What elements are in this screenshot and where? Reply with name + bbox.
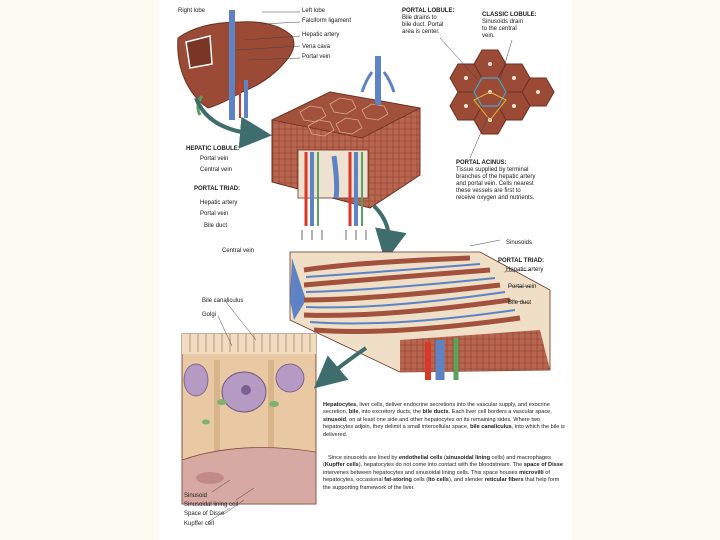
- label-portal-vein: Portal vein: [302, 54, 331, 60]
- classic-lobule-title: CLASSIC LOBULE:: [482, 12, 537, 18]
- label-bile-canaliculus: Bile canaliculus: [202, 298, 244, 304]
- text-run: of hepatocytes, occasional: [323, 469, 550, 484]
- text-run: cells) and macrophages (: [323, 455, 551, 469]
- lobule-block: [270, 56, 422, 262]
- label-golgi: Golgi: [202, 312, 217, 318]
- portal-acinus-title: PORTAL ACINUS:: [456, 160, 507, 166]
- label-hepatic-artery: Hepatic artery: [302, 32, 340, 38]
- portal-acinus-outline: [473, 91, 507, 121]
- label-left-lobe: Left lobe: [302, 8, 326, 14]
- label-space-of-disse: Space of Disse: [184, 511, 225, 517]
- portal-triad-2-portal-vein: Portal vein: [508, 284, 537, 290]
- liver-organ: [177, 10, 295, 149]
- right-leader-lines: [439, 37, 513, 159]
- liver-inset-window: [185, 35, 213, 69]
- curved-arrow-1: [194, 97, 272, 149]
- portal-lobule-line: bile duct. Portal: [402, 22, 444, 28]
- text-run: , on at least one side and other hepatoc…: [323, 416, 541, 431]
- portal-triad-bile-duct: Bile duct: [204, 223, 228, 229]
- term-bile-canaliculus: bile canaliculus: [470, 424, 512, 431]
- portal-lobule-line: area is center.: [402, 29, 440, 35]
- curved-arrow-2: [372, 204, 407, 262]
- term-reticular-fibers: reticular fibers: [484, 477, 524, 484]
- text-run: ), hepatocytes do not come into contact …: [358, 462, 524, 469]
- text-run: that help form the supporting framework …: [323, 477, 560, 491]
- label-central-vein: Central vein: [222, 248, 255, 254]
- text-run: ), and slender: [448, 477, 485, 484]
- hepatic-lobule-title: HEPATIC LOBULE:: [186, 146, 240, 152]
- text-run: , liver cells, deliver endocrine secreti…: [323, 402, 550, 416]
- term-ito-cells: Ito cells: [428, 477, 449, 484]
- portal-acinus-line: receive oxygen and nutrients.: [456, 195, 535, 201]
- classic-lobule-line: to the central: [482, 26, 517, 32]
- label-sinusoid: Sinusoid: [184, 493, 208, 499]
- portal-triad-portal-vein: Portal vein: [200, 211, 229, 217]
- portal-triad-hepatic-artery: Hepatic artery: [200, 200, 238, 206]
- classic-lobule-line: vein.: [482, 33, 495, 39]
- description-paragraph-1: Hepatocytes, liver cells, deliver endocr…: [323, 402, 568, 439]
- classic-lobule-outline: [473, 77, 507, 107]
- label-falciform-ligament: Falciform ligament: [302, 18, 352, 24]
- portal-acinus-line: and portal vein. Cells nearest: [456, 181, 534, 187]
- term-hepatocytes: Hepatocytes: [323, 402, 357, 408]
- label-kupffer-cell: Kupffer cell: [184, 521, 214, 527]
- label-vena-cava: Vena cava: [302, 44, 331, 50]
- term-bile-ducts: bile ducts: [422, 409, 449, 416]
- hepatic-lobule-central-vein: Central vein: [200, 167, 233, 173]
- curved-arrow-3: [313, 346, 368, 389]
- detail-leader-lines: [207, 301, 257, 523]
- term-bile: bile: [348, 409, 359, 416]
- portal-acinus-line: these vessels are first to: [456, 188, 521, 194]
- sinusoid-section: [289, 239, 551, 380]
- label-sinusoidal-lining-cell: Sinusoidal lining cell: [184, 502, 239, 508]
- portal-acinus-line: Tissue supplied by terminal: [456, 167, 529, 173]
- term-kupffer-cells: Kupffer cells: [324, 462, 359, 469]
- hexagon-lobules: [449, 49, 555, 135]
- term-fat-storing: fat-storing: [384, 477, 412, 484]
- label-right-lobe: Right lobe: [178, 8, 206, 14]
- portal-triad-2-title: PORTAL TRIAD:: [498, 258, 545, 264]
- term-space-of-disse: space of Disse: [523, 462, 563, 469]
- hepatic-lobule-portal-vein: Portal vein: [200, 156, 229, 162]
- text-run: Since sinusoids are lined by: [328, 455, 399, 461]
- text-run: intervenes between hepatocytes and sinus…: [323, 469, 520, 476]
- term-sinusoidal-lining: sinusoidal lining: [445, 455, 490, 461]
- portal-acinus-line: branches of the hepatic artery: [456, 174, 536, 180]
- classic-lobule-line: Sinusoids drain: [482, 19, 524, 25]
- portal-lobule-title: PORTAL LOBULE:: [402, 8, 455, 14]
- text-run: , into which the bile is delivered.: [323, 424, 565, 438]
- text-run: . Each liver cell borders a vascular spa…: [448, 409, 552, 416]
- term-sinusoid: sinusoid: [323, 416, 346, 423]
- label-sinusoids: Sinusoids: [506, 240, 533, 246]
- text-run: , into excretory ducts, the: [358, 409, 423, 416]
- term-microvilli: microvilli: [519, 469, 544, 476]
- portal-triad-2-hepatic-artery: Hepatic artery: [506, 267, 544, 273]
- description-paragraph-2: Since sinusoids are lined by endothelial…: [323, 455, 568, 492]
- liver-leader-lines: [235, 11, 301, 61]
- text-run: (: [442, 455, 446, 461]
- text-run: cells (: [411, 477, 429, 484]
- portal-lobule-line: Bile drains to: [402, 15, 437, 21]
- term-endothelial-cells: endothelial cells: [398, 455, 443, 461]
- portal-triad-title: PORTAL TRIAD:: [194, 186, 241, 192]
- portal-triad-2-bile-duct: Bile duct: [508, 300, 532, 306]
